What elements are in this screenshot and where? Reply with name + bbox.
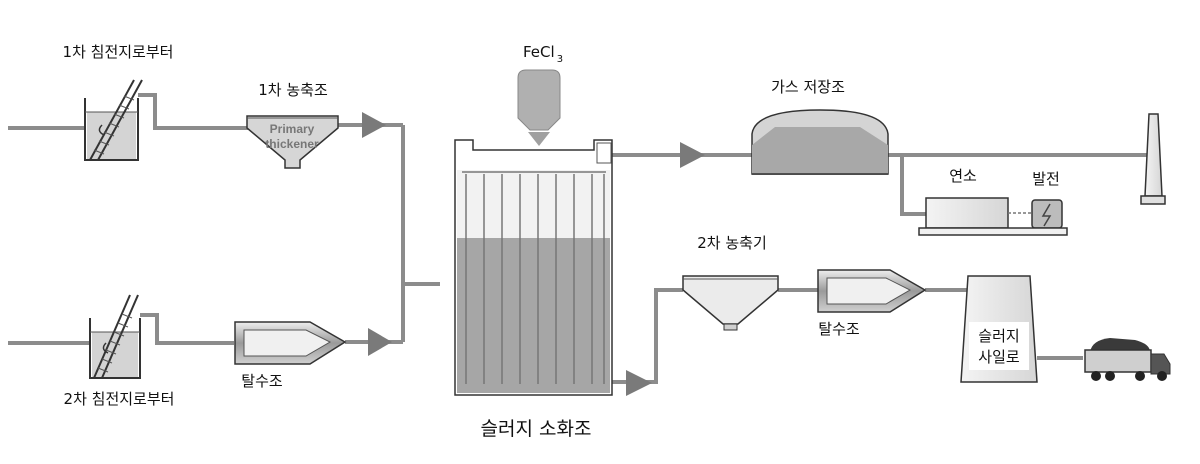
label-primary-thickener: 1차 농축조	[258, 81, 328, 99]
sludge-silo	[960, 275, 1038, 383]
arrow-gas-out	[680, 142, 705, 168]
secondary-thickener	[682, 275, 779, 331]
label-silo-line2: 사일로	[978, 348, 1020, 366]
label-gas-holder: 가스 저장조	[771, 78, 845, 96]
dewatering-unit-right	[817, 269, 927, 313]
primary-clarifier-top	[84, 79, 143, 161]
arrow-dewater-out	[368, 328, 392, 356]
arrow-thickener-out	[362, 112, 386, 138]
label-fecl3-subscript: 3	[557, 54, 563, 65]
secondary-clarifier-bottom	[89, 294, 141, 379]
dewatering-unit-left	[234, 321, 347, 365]
label-digester: 슬러지 소화조	[481, 418, 592, 440]
flow-arrows	[362, 112, 705, 396]
gas-holder	[751, 109, 889, 175]
sludge-digester	[454, 139, 613, 396]
label-primary-clarifier-source: 1차 침전지로부터	[63, 43, 174, 61]
label-silo-line1: 슬러지	[978, 327, 1019, 345]
label-power: 발전	[1032, 170, 1060, 188]
label-fecl3-main: FeCl	[523, 43, 555, 61]
sludge-truck	[1084, 338, 1171, 381]
label-dewatering-right: 탈수조	[818, 320, 860, 338]
primary-thickener: Primary thickener	[246, 115, 339, 169]
combustion-power-unit	[918, 197, 1068, 236]
label-combustion: 연소	[949, 167, 977, 185]
thickener-inner-label-2: thickener	[265, 137, 319, 151]
arrow-digester-out	[626, 370, 652, 396]
exhaust-stack	[1140, 113, 1166, 205]
thickener-inner-label-1: Primary	[270, 122, 315, 136]
label-dewatering-left: 탈수조	[241, 372, 283, 390]
label-secondary-thickener: 2차 농축기	[697, 234, 767, 252]
fecl3-hopper	[517, 69, 561, 146]
label-secondary-clarifier-source: 2차 침전지로부터	[64, 390, 175, 408]
